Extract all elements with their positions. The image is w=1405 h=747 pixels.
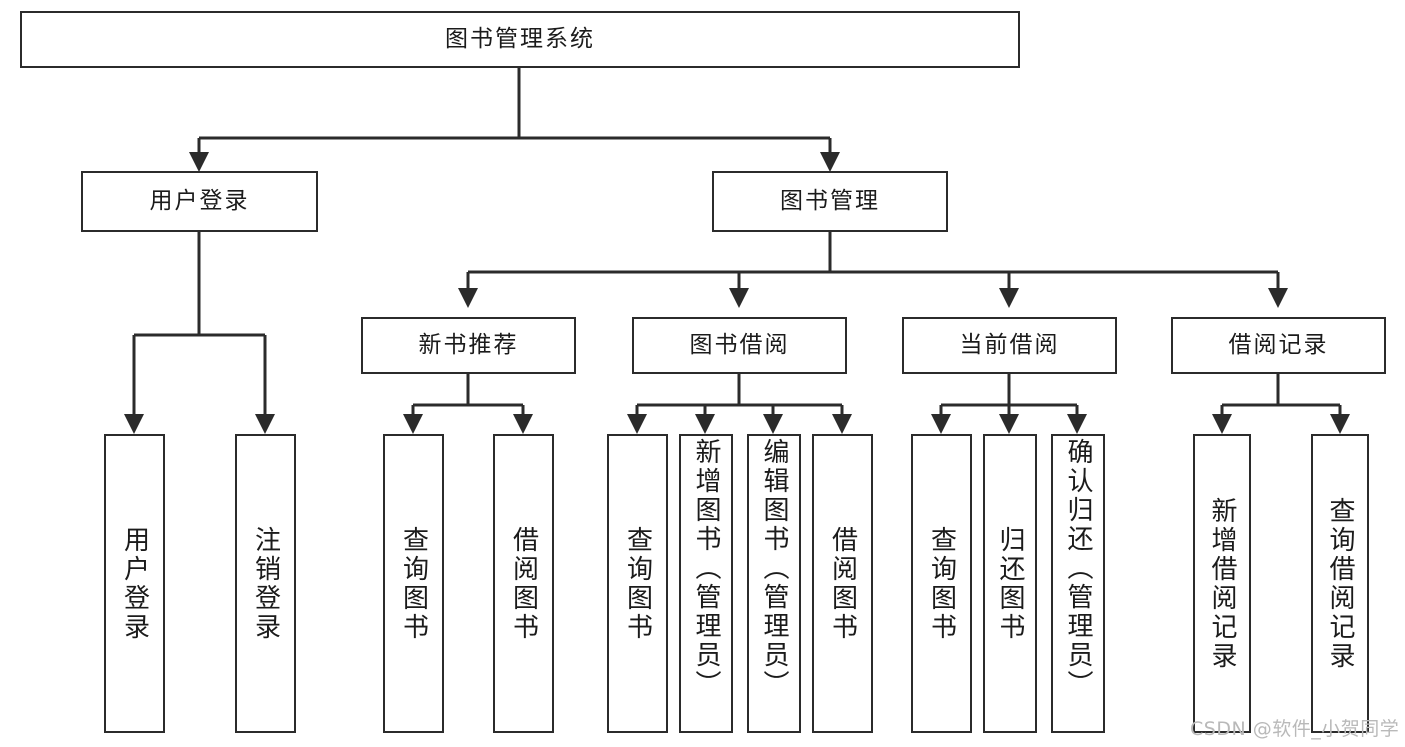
node-label: 确认归还（管理员）: [1063, 438, 1093, 699]
node-leaf-add-book[interactable]: 新增图书（管理员）: [679, 434, 733, 733]
arrow-new-book-recommend: [458, 288, 478, 308]
node-label: 借阅图书: [508, 525, 539, 642]
node-book-management[interactable]: 图书管理: [712, 171, 948, 232]
arrow-leaf-6: [695, 414, 715, 434]
node-label: 新书推荐: [418, 331, 519, 358]
arrow-book-management: [820, 152, 840, 172]
node-user-login[interactable]: 用户登录: [81, 171, 318, 232]
node-label: 查询图书: [622, 525, 653, 642]
node-label: 借阅记录: [1228, 331, 1329, 358]
node-new-book-recommend[interactable]: 新书推荐: [361, 317, 576, 374]
node-current-borrow[interactable]: 当前借阅: [902, 317, 1117, 374]
node-label: 查询图书: [926, 525, 957, 642]
node-borrow-record[interactable]: 借阅记录: [1171, 317, 1386, 374]
node-leaf-query-borrow-record[interactable]: 查询借阅记录: [1311, 434, 1369, 733]
arrow-user-login: [189, 152, 209, 172]
node-label: 查询图书: [398, 525, 429, 642]
arrow-leaf-5: [627, 414, 647, 434]
arrow-leaf-2: [255, 414, 275, 434]
node-leaf-query-book-3[interactable]: 查询图书: [911, 434, 972, 733]
node-label: 新增图书（管理员）: [691, 438, 721, 699]
node-label: 用户登录: [149, 187, 250, 214]
node-label: 图书管理: [780, 187, 880, 214]
node-label: 当前借阅: [959, 331, 1060, 358]
arrow-leaf-1: [124, 414, 144, 434]
node-leaf-edit-book[interactable]: 编辑图书（管理员）: [747, 434, 801, 733]
node-label: 借阅图书: [827, 525, 858, 642]
arrow-current-borrow: [999, 288, 1019, 308]
node-label: 用户登录: [119, 525, 150, 642]
arrow-book-borrow: [729, 288, 749, 308]
node-leaf-borrow-book-2[interactable]: 借阅图书: [812, 434, 873, 733]
node-leaf-borrow-book-1[interactable]: 借阅图书: [493, 434, 554, 733]
node-label: 归还图书: [995, 525, 1025, 642]
node-leaf-return-book[interactable]: 归还图书: [983, 434, 1037, 733]
node-label: 注销登录: [250, 525, 281, 642]
csdn-watermark: CSDN @软件_小贺同学: [1190, 718, 1400, 740]
arrow-leaf-4: [513, 414, 533, 434]
arrow-leaf-3: [403, 414, 423, 434]
node-label: 编辑图书（管理员）: [759, 438, 789, 699]
arrow-leaf-13: [1330, 414, 1350, 434]
arrow-leaf-9: [931, 414, 951, 434]
arrow-leaf-12: [1212, 414, 1232, 434]
arrow-leaf-11: [1067, 414, 1087, 434]
node-leaf-add-borrow-record[interactable]: 新增借阅记录: [1193, 434, 1251, 733]
node-leaf-logout-login[interactable]: 注销登录: [235, 434, 296, 733]
node-book-borrow[interactable]: 图书借阅: [632, 317, 847, 374]
arrow-leaf-7: [763, 414, 783, 434]
arrow-leaf-10: [999, 414, 1019, 434]
node-leaf-query-book-1[interactable]: 查询图书: [383, 434, 444, 733]
node-root-title[interactable]: 图书管理系统: [20, 11, 1020, 68]
node-label: 图书借阅: [689, 331, 790, 358]
arrow-borrow-record: [1268, 288, 1288, 308]
node-label: 新增借阅记录: [1207, 496, 1237, 671]
node-label: 查询借阅记录: [1325, 496, 1355, 671]
node-label: 图书管理系统: [445, 25, 595, 52]
node-leaf-user-login[interactable]: 用户登录: [104, 434, 165, 733]
node-leaf-query-book-2[interactable]: 查询图书: [607, 434, 668, 733]
arrow-leaf-8: [832, 414, 852, 434]
node-leaf-confirm-return[interactable]: 确认归还（管理员）: [1051, 434, 1105, 733]
